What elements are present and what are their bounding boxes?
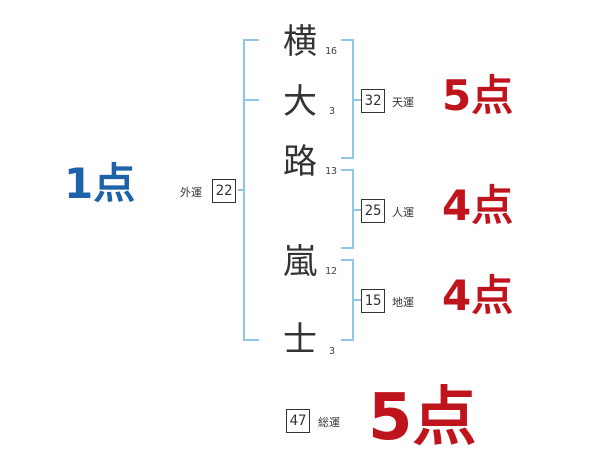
stroke-count-1: 16 [325, 46, 338, 57]
tenun-value-box: 32 [361, 89, 385, 113]
gaiun-value-box: 22 [212, 179, 236, 203]
name-char-3: 路 [283, 142, 317, 182]
stroke-count-2: 3 [329, 106, 336, 117]
tenun-label: 天運 [392, 96, 414, 109]
tenun-score: 5点 [442, 71, 514, 120]
souun-label: 総運 [318, 416, 340, 429]
tenun-bracket [341, 39, 354, 159]
souun-score: 5点 [368, 381, 477, 455]
name-char-4: 嵐 [283, 242, 317, 282]
chiun-value-box: 15 [361, 289, 385, 313]
jinun-value-box: 25 [361, 199, 385, 223]
name-char-5: 士 [283, 320, 317, 360]
stroke-count-4: 12 [325, 266, 338, 277]
jinun-score: 4点 [442, 181, 514, 230]
chiun-score: 4点 [442, 271, 514, 320]
name-char-1: 横 [283, 22, 317, 62]
jinun-label: 人運 [392, 206, 414, 219]
gaiun-bracket [243, 39, 259, 341]
chiun-bracket [341, 259, 354, 341]
jinun-bracket [341, 169, 354, 249]
gaiun-label: 外運 [180, 186, 202, 199]
stroke-count-5: 3 [329, 346, 336, 357]
stroke-count-3: 13 [325, 166, 338, 177]
souun-value-box: 47 [286, 409, 310, 433]
chiun-label: 地運 [392, 296, 414, 309]
name-char-2: 大 [283, 82, 317, 122]
gaiun-score: 1点 [64, 159, 136, 208]
